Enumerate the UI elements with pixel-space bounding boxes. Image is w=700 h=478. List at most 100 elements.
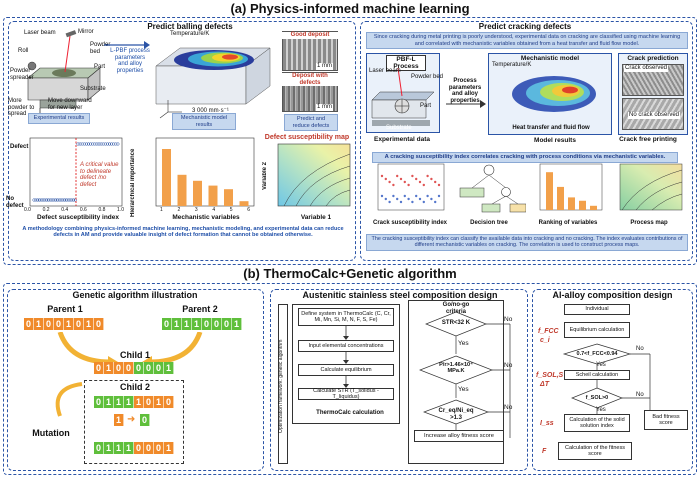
gene-bit: 0 [114,362,124,374]
balling-subpanel [8,21,356,261]
no-defect-point [61,198,65,202]
nocrack-point [411,200,414,204]
steel-title: Austenitic stainless steel composition d… [302,290,498,300]
crack-point [411,174,414,178]
calc-str-box: Calculate STR (T_solidus - T_liquidus) [298,388,394,400]
velocity-label: 3 000 mm·s⁻¹ [192,108,229,114]
gene-bit: 0 [162,318,172,330]
mutation-label: Mutation [32,428,70,438]
input-conc-box: Input elemental concentrations [298,340,394,352]
gene-bit: 0 [94,396,104,408]
process-arrow [446,100,486,108]
gene-bit: 1 [124,396,134,408]
tick: 3 [194,207,198,213]
ranking-bar [568,197,575,210]
tick: 2 [177,207,181,213]
no-label-2: No [504,362,513,369]
susceptibility-map [277,143,351,207]
gene-bit: 0 [74,318,84,330]
no-defect-point [64,198,68,202]
panel-b [3,283,697,475]
ranking-bar [579,200,586,210]
mechanistic-model-title: Mechanistic model [520,55,580,62]
move-down-label: Move downward for new layer [48,98,92,111]
gene-bit: 0 [124,362,134,374]
importance-bar [193,180,202,206]
opt-side-label: Optimization framework: genetic algorith… [278,339,284,433]
defect-point [114,142,118,146]
nocrack-point [426,194,429,198]
ranking-bar [557,186,564,210]
roll-label: Roll [18,48,29,54]
no-defect-point [37,198,41,202]
defect-point [101,142,105,146]
tick: 0.8 [98,207,106,213]
cracking-title: Predict cracking defects [478,22,572,31]
balling-title: Predict balling defects [147,22,233,31]
al-label-dt: ΔT [540,381,549,388]
crack-point [434,180,437,184]
gene-bit: 1 [164,442,174,454]
defect-point [86,142,91,146]
process-map [619,163,683,211]
crack-point [380,174,384,178]
sub-label-map: Process map [630,220,668,226]
str-criterion: STR<32 K [441,320,471,326]
gene-bit: 0 [134,442,144,454]
gene-bit: 1 [192,318,202,330]
ga-title: Genetic algorithm illustration [72,290,198,300]
gonogo-frame [408,300,504,464]
child2-label: Child 2 [119,382,150,392]
crack-index-bar: A cracking susceptibility index correlat… [372,152,678,163]
no-defect-point [45,198,49,202]
importance-chart [155,137,255,207]
sub-label-ranking: Ranking of variables [538,220,598,226]
gene-bit: 1 [134,396,144,408]
crack-point [396,174,399,178]
fcc-criterion: 0.7<f_FCC<0.94 [576,351,618,357]
define-system-box: Define system in ThermoCalc (C, Cr, Mi, … [298,308,394,326]
gene-bit: 1 [64,318,74,330]
defect-deposit-label: Deposit with defects [282,73,338,87]
pbfl-title: PBF-L Process [386,55,426,71]
nocrack-point [392,194,395,198]
yes-label-2: Yes [458,386,469,393]
scale-1mm-bottom: 1 mm [316,104,333,111]
no-defect-point [48,198,52,202]
pbfl-laser-label: Laser beam [369,68,401,74]
mutation-from-bit: 1 [114,414,124,426]
crack-prediction-title: Crack prediction [627,55,679,62]
panel-b-title: (b) ThermoCalc+Genetic algorithm [243,266,457,281]
ranking-bar [546,172,553,210]
calc-equilibrium-box: Calculate equilibrium [298,364,394,376]
gene-bit: 0 [94,362,104,374]
gene-bit: 0 [94,318,104,330]
heat-model-image [512,76,596,112]
params-arrow [104,41,150,49]
defect-point [84,142,88,146]
gene-bit: 0 [94,442,104,454]
al-subpanel [532,289,693,471]
lpbf-schematic [27,30,101,118]
gene-bit: 1 [104,442,114,454]
gene-bit: 0 [154,362,164,374]
gonogo-label: Go/no-go criteria [442,302,470,315]
gene-bit: 0 [44,318,54,330]
defect-point [110,142,114,146]
opt-side-box [278,304,288,464]
nocrack-point [403,194,406,198]
importance-bar [162,149,171,206]
part-label: Part [94,64,106,70]
equilibrium-box: Equilibrium calculation [564,322,630,338]
temperature-label: Temperature/K [170,31,210,37]
heat-transfer-label: Heat transfer and fluid flow [512,125,590,131]
al-label-f: F [542,448,547,455]
ranking-bar [590,205,597,210]
laser-label: Laser beam [24,30,56,36]
defect-point [76,142,80,146]
gene-bit: 0 [144,396,154,408]
no-defect-point [39,198,43,202]
